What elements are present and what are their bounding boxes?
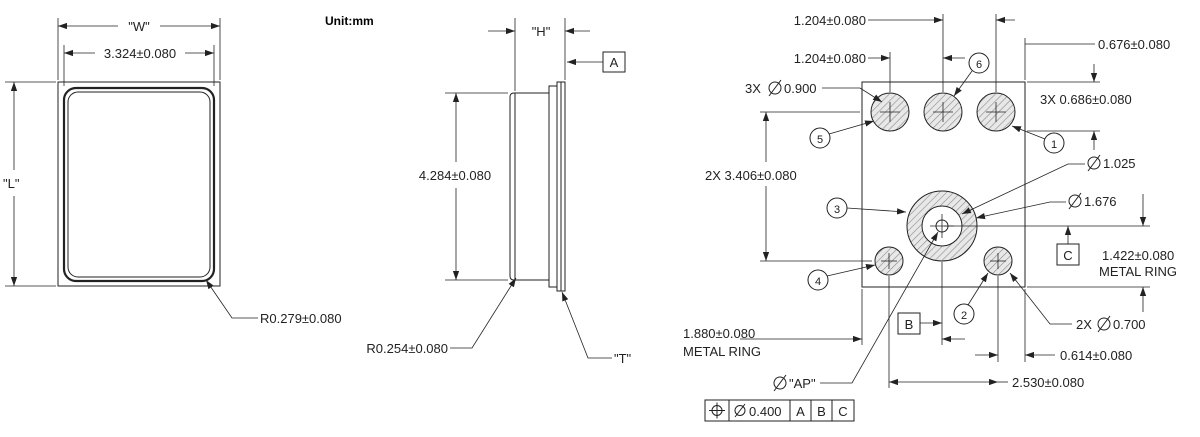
pad-5 — [870, 92, 910, 132]
inner-lid-outer — [62, 86, 216, 283]
pad-1 — [976, 92, 1016, 132]
diameter-icon — [1097, 315, 1111, 333]
edge-offset-label: 0.676±0.080 — [1098, 37, 1170, 52]
diameter-icon — [773, 374, 787, 392]
diameter-icon — [1068, 192, 1082, 210]
tolerance-datum-b: B — [817, 404, 826, 419]
diameter-icon — [768, 79, 782, 97]
outer-body — [57, 81, 221, 287]
tolerance-datum-c: C — [838, 404, 847, 419]
front-radius-label: R0.279±0.080 — [260, 311, 342, 326]
svg-text:3: 3 — [834, 204, 840, 216]
front-view: "W" 3.324±0.080 "L" R0.279±0.080 — [3, 18, 342, 326]
pad-2 — [983, 246, 1013, 276]
tolerance-datum-a: A — [796, 404, 805, 419]
pad-row-span-label: 2X 3.406±0.080 — [705, 168, 797, 183]
metal-ring-width-note: METAL RING — [683, 344, 761, 359]
metal-ring-width-label: 1.880±0.080 — [683, 326, 755, 341]
metal-ring-height-note: METAL RING — [1099, 264, 1177, 279]
datum-a: A — [610, 55, 619, 70]
w-label: "W" — [128, 19, 150, 34]
svg-text:2: 2 — [961, 310, 967, 322]
svg-text:6: 6 — [976, 59, 982, 71]
metal-ring-height-label: 1.422±0.080 — [1102, 248, 1174, 263]
t-label: "T" — [614, 351, 632, 366]
datum-c: C — [1063, 248, 1072, 263]
center-span-label: 2.530±0.080 — [1012, 375, 1084, 390]
pad-dia-3x-value: 0.900 — [784, 81, 817, 96]
pitch-top-label: 1.204±0.080 — [794, 13, 866, 28]
center-dia-label: 1.025 — [1103, 156, 1136, 171]
inner-lid-inner — [67, 91, 211, 278]
side-body — [509, 92, 550, 281]
bottom-view: 1.204±0.080 1.204±0.080 0.676±0.080 3X 0… — [683, 13, 1177, 422]
pin-bubble-5: 5 — [809, 127, 831, 149]
aperture-label: "AP" — [789, 376, 816, 391]
side-view: "H" A 4.284±0.080 R0.254±0.080 "T" — [366, 18, 632, 366]
pad-dia-3x-prefix: 3X — [745, 81, 761, 96]
pin-bubble-1: 1 — [1043, 132, 1065, 154]
pad-4 — [874, 246, 904, 276]
h-label: "H" — [532, 24, 551, 39]
tolerance-frame: 0.400 A B C — [704, 399, 855, 422]
side-radius-label: R0.254±0.080 — [366, 341, 448, 356]
small-pad-dia-prefix: 2X — [1076, 317, 1092, 332]
side-flange — [548, 85, 558, 288]
unit-label: Unit:mm — [325, 14, 374, 28]
pin-bubble-4: 4 — [807, 269, 829, 291]
tolerance-value: 0.400 — [749, 404, 782, 419]
svg-text:1: 1 — [1051, 139, 1057, 151]
pin-bubble-2: 2 — [953, 303, 975, 325]
pin-bubble-3: 3 — [826, 197, 848, 219]
ring-dia-label: 1.676 — [1084, 194, 1117, 209]
pitch-second-label: 1.204±0.080 — [794, 51, 866, 66]
pin-bubble-6: 6 — [968, 52, 990, 74]
pad-6 — [923, 92, 963, 132]
diameter-icon — [1087, 154, 1101, 172]
inner-width-label: 3.324±0.080 — [104, 46, 176, 61]
l-label: "L" — [3, 176, 20, 191]
pad-spacing-label: 3X 0.686±0.080 — [1040, 92, 1132, 107]
bottom-offset-label: 0.614±0.080 — [1060, 348, 1132, 363]
diameter-icon — [734, 403, 746, 418]
svg-text:4: 4 — [815, 276, 821, 288]
small-pad-dia-value: 0.700 — [1113, 317, 1146, 332]
body-height-label: 4.284±0.080 — [419, 168, 491, 183]
datum-b: B — [905, 317, 914, 332]
position-icon — [709, 402, 725, 419]
svg-text:5: 5 — [817, 134, 823, 146]
